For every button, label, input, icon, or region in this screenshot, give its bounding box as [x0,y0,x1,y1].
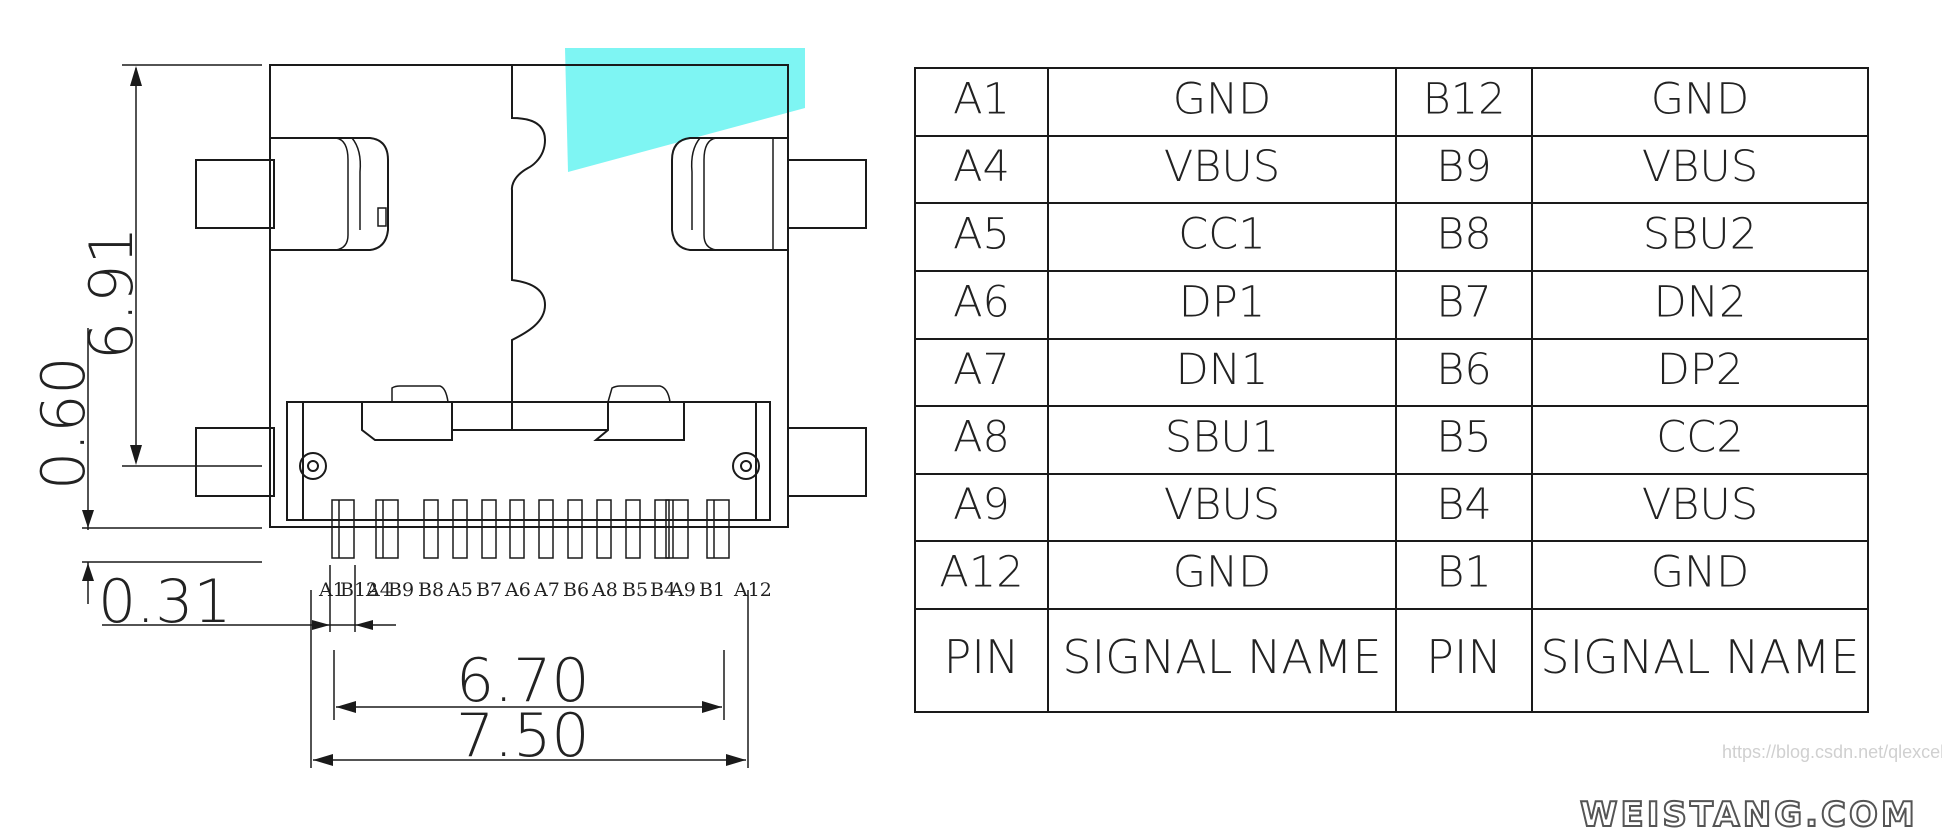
pin [654,499,670,559]
signal-cell: VBUS [1164,142,1280,192]
signal-cell: VBUS [1642,142,1758,192]
pin-cell: B5 [1436,413,1492,463]
pin-cell: B6 [1436,345,1492,395]
connector-outline [195,64,867,528]
pin-label: B4 [650,579,676,601]
pin-label: B5 [622,579,648,601]
pin-cell: B7 [1436,278,1492,328]
pin-cell: A4 [953,142,1010,192]
pin-label: A1 [318,579,345,601]
signal-cell: DP2 [1657,345,1743,395]
pin [665,499,689,559]
brand-logo: WEISTANG.COM [1580,795,1918,835]
pin-cell: B9 [1436,142,1492,192]
signal-cell: GND [1173,75,1272,125]
signal-cell: DP1 [1179,278,1265,328]
pin [423,499,439,559]
table-row: A5 CC1 B8 SBU2 [953,210,1757,260]
pin-cell: B12 [1423,75,1506,125]
pin-label: B12 [340,579,378,601]
pin-cell: A9 [953,480,1010,530]
pin-label: B9 [388,579,414,601]
dim-span-inner: 6.70 [456,646,590,716]
pin-label: A4 [365,579,392,601]
pin-label: A6 [504,579,531,601]
pin [538,499,554,559]
table-row: A6 DP1 B7 DN2 [953,278,1746,328]
signal-cell: GND [1173,548,1272,598]
table-header-row: PIN SIGNAL NAME PIN SIGNAL NAME [944,630,1860,684]
pin-header: PIN [1426,630,1502,684]
pin-label: A8 [591,579,618,601]
pin [596,499,612,559]
signal-name-header: SIGNAL NAME [1540,630,1859,684]
signal-name-header: SIGNAL NAME [1062,630,1381,684]
pin-label: B8 [418,579,444,601]
dim-height-total: 6.91 [77,226,147,360]
dim-offset-small: 0.60 [29,356,99,490]
pin-label: A12 [733,579,772,601]
pin-cell: A1 [953,75,1010,125]
signal-cell: GND [1651,548,1750,598]
pin-label: B6 [563,579,589,601]
signal-cell: CC2 [1656,413,1743,463]
signal-cell: SBU1 [1165,413,1279,463]
pin-cell: A7 [953,345,1010,395]
signal-cell: DN1 [1176,345,1269,395]
table-row: A7 DN1 B6 DP2 [953,345,1743,395]
pin-label: B1 [699,579,725,601]
signal-cell: VBUS [1642,480,1758,530]
signal-cell: VBUS [1164,480,1280,530]
signal-cell: CC1 [1178,210,1265,260]
pin-cell: B8 [1436,210,1492,260]
pin [375,499,399,559]
watermark-url: https://blog.csdn.net/qlexcel [1722,742,1942,762]
pin [509,499,525,559]
pin-label: A9 [669,579,696,601]
signal-cell: DN2 [1654,278,1747,328]
dim-span-outer: 7.50 [456,701,590,771]
pin-row [331,499,730,559]
signal-cell: SBU2 [1643,210,1757,260]
pin-label: B7 [476,579,502,601]
table-row: A12 GND B1 GND [939,548,1749,598]
pin-label: A7 [533,579,560,601]
pin [481,499,497,559]
pin [567,499,583,559]
pin-label: A5 [446,579,473,601]
pin-cell: A5 [953,210,1010,260]
table-row: A4 VBUS B9 VBUS [953,142,1758,192]
dim-pitch-pin: 0.31 [98,567,232,637]
dimension-lines [82,64,749,768]
pin [452,499,468,559]
pin-cell: B1 [1436,548,1492,598]
pin-cell: A8 [953,413,1010,463]
pin [706,499,730,559]
pin-cell: B4 [1436,480,1492,530]
pin [625,499,641,559]
pin-header: PIN [944,630,1020,684]
pin [331,499,355,559]
table-row: A8 SBU1 B5 CC2 [953,413,1744,463]
highlight-region [565,48,805,172]
table-row: A1 GND B12 GND [953,75,1749,125]
pin-cell: A12 [939,548,1023,598]
signal-cell: GND [1651,75,1750,125]
pin-cell: A6 [953,278,1010,328]
table-row: A9 VBUS B4 VBUS [953,480,1758,530]
